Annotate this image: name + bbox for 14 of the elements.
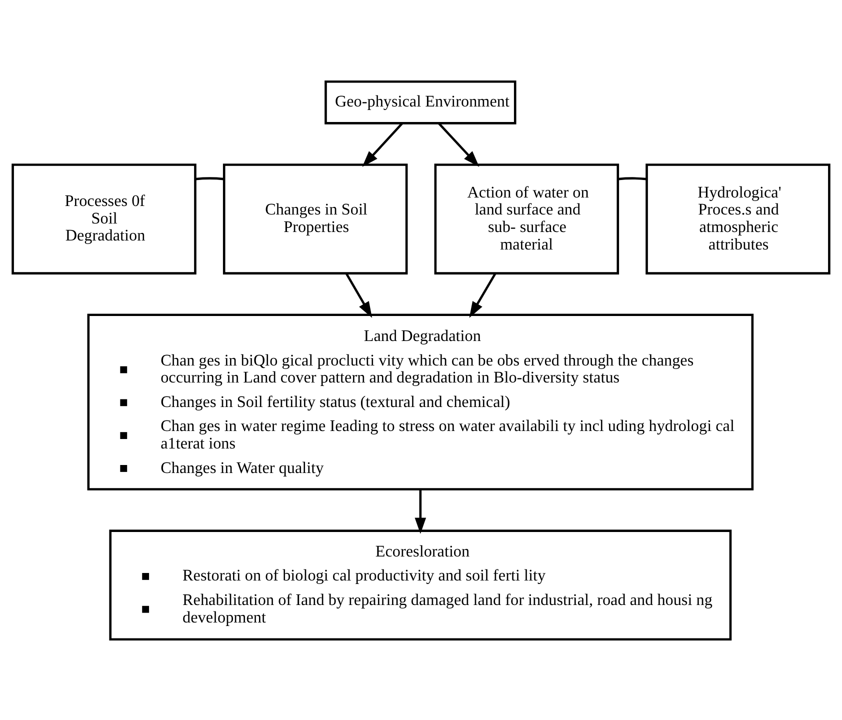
node-box: Land Degradation Chan ges in biQlo gical proclucti vity which can be obs erved through the changes occurring in Land cover pattern and degradation in Blo-diversity status Changes in Soil fertility status (textural and chemical) Chan ges in water regime Ieading to stress on water availabili ty incl uding hydrologi cal a1terat ions Changes in Water quality <box>87 313 754 490</box>
node-box: Action of water on land surface and sub- surface material <box>434 163 620 274</box>
arrow <box>345 272 372 318</box>
arrow <box>362 122 403 166</box>
connector <box>618 176 646 180</box>
node-box: Changes in Soil Properties <box>222 163 408 274</box>
arrow <box>414 488 426 534</box>
node-box: Processes 0f Soil Degradation <box>12 163 196 274</box>
node-box: Hydrologica' Proces.s and atmospheric attributes <box>646 163 830 274</box>
node-box: Ecoresloration Restorati on of biologi cal productivity and soil ferti lity Rehabilitation of Iand by repairing damaged land for industrial, road and housi ng development <box>109 529 732 640</box>
connector <box>196 176 224 180</box>
arrow <box>469 272 496 318</box>
node-box: Geo-physical Environment <box>324 80 516 124</box>
arrow <box>438 122 480 166</box>
